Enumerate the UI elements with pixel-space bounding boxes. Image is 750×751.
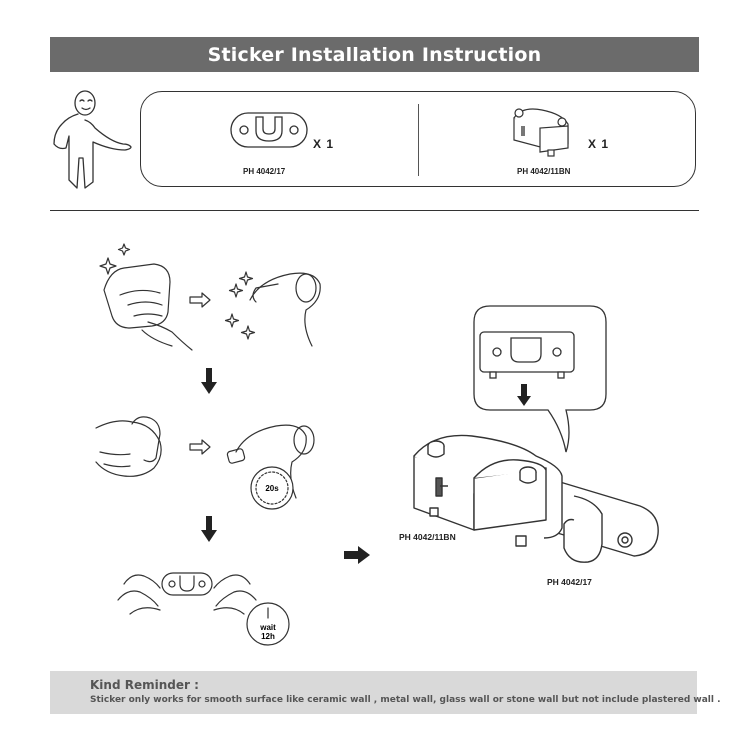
parts-divider bbox=[418, 104, 419, 176]
timer-badge-text: 20s bbox=[265, 484, 279, 493]
down-arrow-2 bbox=[201, 516, 217, 542]
page-title: Sticker Installation Instruction bbox=[207, 43, 542, 66]
person-figure bbox=[53, 90, 132, 189]
part1-code: PH 4042/17 bbox=[243, 167, 286, 176]
wall-plate-part bbox=[230, 112, 308, 148]
step3-pressing bbox=[117, 572, 290, 646]
part2-code: PH 4042/11BN bbox=[517, 167, 571, 176]
kind-reminder: Kind Reminder : Sticker only works for s… bbox=[50, 671, 721, 714]
assembly-holder-label: PH 4042/11BN bbox=[399, 532, 456, 542]
reminder-body: Sticker only works for smooth surface li… bbox=[90, 695, 721, 705]
assembly-base-plate bbox=[533, 475, 659, 563]
section-rule bbox=[50, 210, 699, 211]
part1-quantity: X 1 bbox=[313, 137, 335, 151]
parts-box bbox=[140, 91, 696, 187]
wait-badge-line2: 12h bbox=[261, 632, 275, 641]
assembly-holder bbox=[413, 434, 563, 547]
title-banner: Sticker Installation Instruction bbox=[50, 37, 699, 72]
down-arrow-1 bbox=[201, 368, 217, 394]
step1-cleaning bbox=[99, 243, 321, 351]
right-arrow bbox=[344, 546, 370, 564]
callout-bubble bbox=[473, 305, 607, 453]
wait-badge-line1: wait bbox=[259, 623, 276, 632]
down-arrow-3 bbox=[517, 384, 531, 406]
assembly-base-label: PH 4042/17 bbox=[547, 577, 592, 587]
reminder-title: Kind Reminder : bbox=[90, 678, 199, 692]
step2-peeling bbox=[95, 416, 315, 510]
part2-quantity: X 1 bbox=[588, 137, 610, 151]
holder-part bbox=[513, 108, 569, 157]
